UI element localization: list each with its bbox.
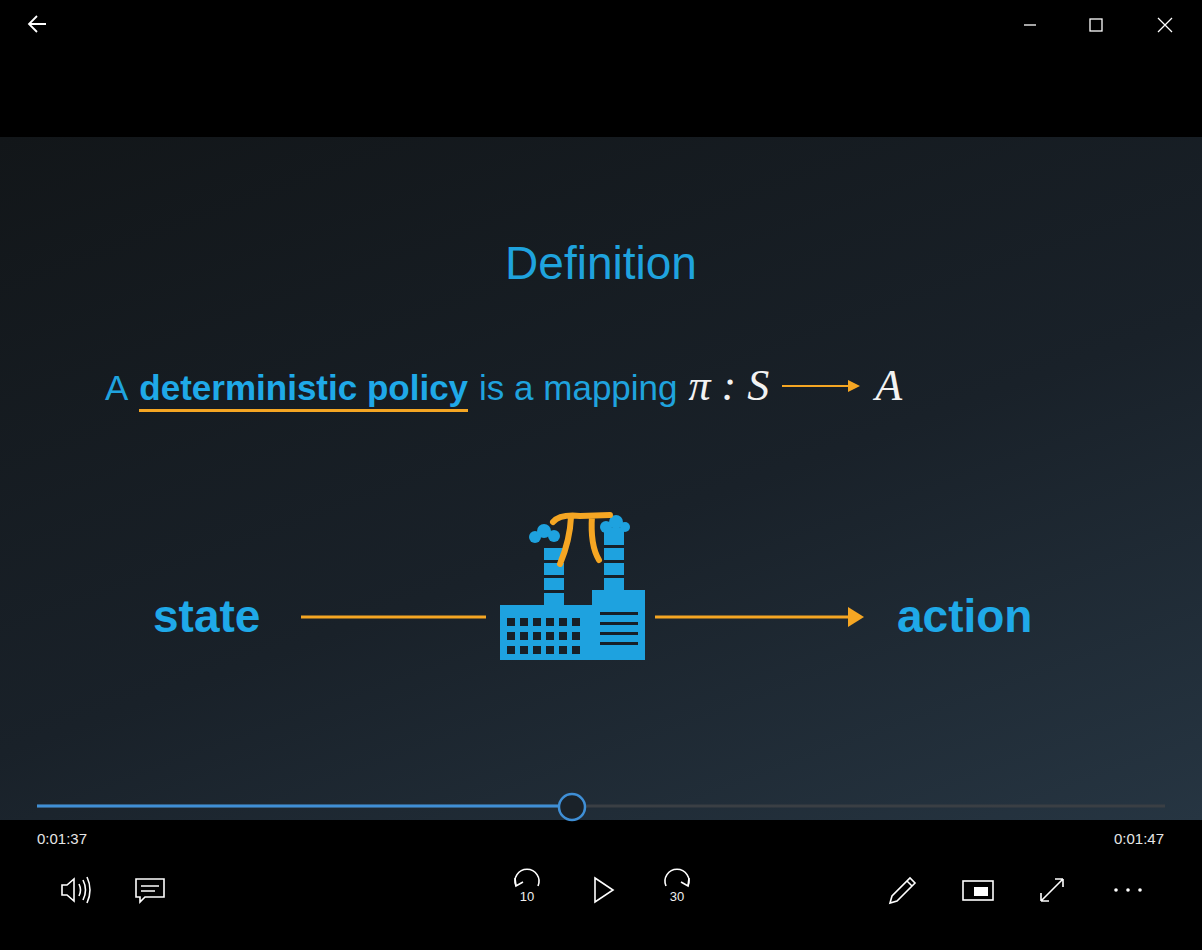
close-icon (1158, 18, 1172, 32)
factory-icon (507, 618, 515, 626)
factory-icon (500, 515, 645, 660)
volume-icon (62, 877, 90, 903)
factory-icon (507, 632, 515, 640)
arrow-head (848, 607, 864, 627)
factory-icon (559, 632, 567, 640)
factory-icon (533, 632, 541, 640)
factory-icon (604, 575, 624, 578)
forward-icon (665, 869, 689, 886)
mapping-arrow (848, 380, 860, 392)
player-chrome (62, 869, 1063, 903)
progress-track (37, 805, 1165, 808)
factory-icon (620, 522, 630, 532)
definition-text: is a mapping (479, 368, 677, 408)
factory-icon (544, 590, 564, 593)
math-formula: π : S (689, 360, 770, 411)
factory-icon (546, 646, 554, 654)
factory-icon (544, 575, 564, 578)
factory-icon (546, 618, 554, 626)
factory-icon (546, 632, 554, 640)
maximize-icon (1090, 19, 1102, 31)
pi-symbol (553, 515, 610, 564)
more-icon (1114, 888, 1118, 892)
factory-icon (533, 618, 541, 626)
mapping-arrow (782, 376, 862, 396)
definition-text: A (105, 368, 128, 408)
factory-icon (604, 528, 624, 598)
factory-icon (500, 515, 645, 660)
factory-icon (604, 560, 624, 563)
key-term: deterministic policy (139, 368, 468, 412)
pen-icon (890, 878, 915, 903)
total-time: 0:01:47 (1114, 829, 1164, 849)
captions-icon (136, 879, 164, 902)
skip-seconds: 30 (670, 889, 684, 904)
more-icon (1138, 888, 1142, 892)
factory-icon (572, 646, 580, 654)
progress-fill (37, 805, 560, 808)
rewind-icon (515, 878, 523, 886)
factory-icon (600, 612, 638, 615)
forward-icon (681, 878, 689, 886)
definition-sentence: Adeterministic policy is a mapping π : S A (105, 360, 902, 412)
skip-seconds: 10 (520, 889, 534, 904)
factory-icon (520, 646, 528, 654)
factory-icon (520, 632, 528, 640)
factory-icon (500, 605, 596, 660)
play-icon (595, 878, 613, 902)
more-icon (1114, 888, 1142, 892)
elapsed-time: 0:01:37 (37, 829, 87, 849)
mapping-arrow (782, 385, 850, 387)
progress-knob (559, 794, 585, 820)
picture-in-picture-icon (974, 887, 988, 896)
factory-icon (600, 642, 638, 645)
factory-icon (559, 618, 567, 626)
fullscreen-icon (1041, 879, 1063, 901)
factory-icon (592, 590, 645, 660)
back-arrow (29, 16, 46, 32)
output-arrow (655, 616, 852, 619)
factory-icon (507, 646, 515, 654)
factory-icon (520, 618, 528, 626)
factory-icon (600, 622, 638, 625)
input-line (301, 616, 486, 619)
factory-icon (600, 632, 638, 635)
more-icon (1126, 888, 1130, 892)
picture-in-picture-icon (963, 881, 993, 900)
factory-icon (572, 632, 580, 640)
rewind-icon (515, 869, 539, 886)
output-label: action (897, 588, 1032, 644)
minimize-icon (1024, 24, 1036, 25)
factory-icon (533, 646, 541, 654)
slide-title: Definition (0, 233, 1202, 293)
factory-icon (548, 530, 560, 542)
factory-icon (572, 618, 580, 626)
factory-icon (559, 646, 567, 654)
factory-icon (507, 545, 638, 654)
math-formula: A (875, 360, 902, 411)
input-label: state (153, 588, 260, 644)
factory-icon (604, 545, 624, 548)
